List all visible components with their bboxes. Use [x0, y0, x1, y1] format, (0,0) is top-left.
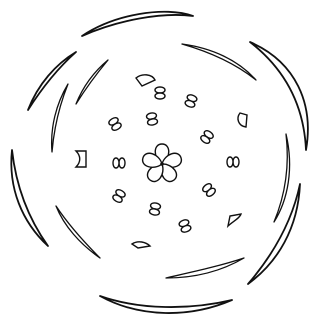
anther-upper-right	[184, 94, 198, 109]
outer-arc-top	[82, 12, 193, 36]
inner-arc-right	[274, 134, 290, 222]
small-crescent-left	[76, 151, 86, 167]
anther-bottom-right	[178, 219, 192, 234]
small-crescent-bottom	[132, 242, 150, 248]
anther-far-right	[227, 157, 239, 167]
outer-arc-upper-left	[28, 52, 76, 110]
outer-arc-bottom	[100, 296, 232, 313]
inner-arc-top-left	[76, 60, 108, 104]
inner-arc-bottom-left	[56, 206, 100, 258]
small-crescent-top	[136, 75, 155, 86]
anther-lower-center	[149, 202, 161, 216]
anther-upper-center	[146, 112, 158, 126]
anther-right	[199, 129, 214, 145]
outer-arc-upper-right	[250, 42, 308, 150]
anther-lower-right	[201, 182, 216, 198]
anther-lower-left	[112, 188, 127, 203]
anther-upper-left	[108, 116, 123, 131]
inner-arc-top-right	[182, 44, 256, 80]
central-pistil	[141, 144, 183, 184]
pistil-center-dot	[160, 162, 164, 166]
anther-top-left-outer	[155, 87, 165, 99]
outer-arc-lower-right	[248, 184, 300, 284]
small-crescent-lower-right	[228, 214, 241, 226]
anther-left	[113, 158, 125, 168]
small-crescent-upper-right	[238, 113, 247, 127]
outer-arc-lower-left	[11, 150, 48, 246]
inner-arc-bottom-right	[166, 258, 244, 278]
inner-arc-left	[52, 84, 68, 152]
